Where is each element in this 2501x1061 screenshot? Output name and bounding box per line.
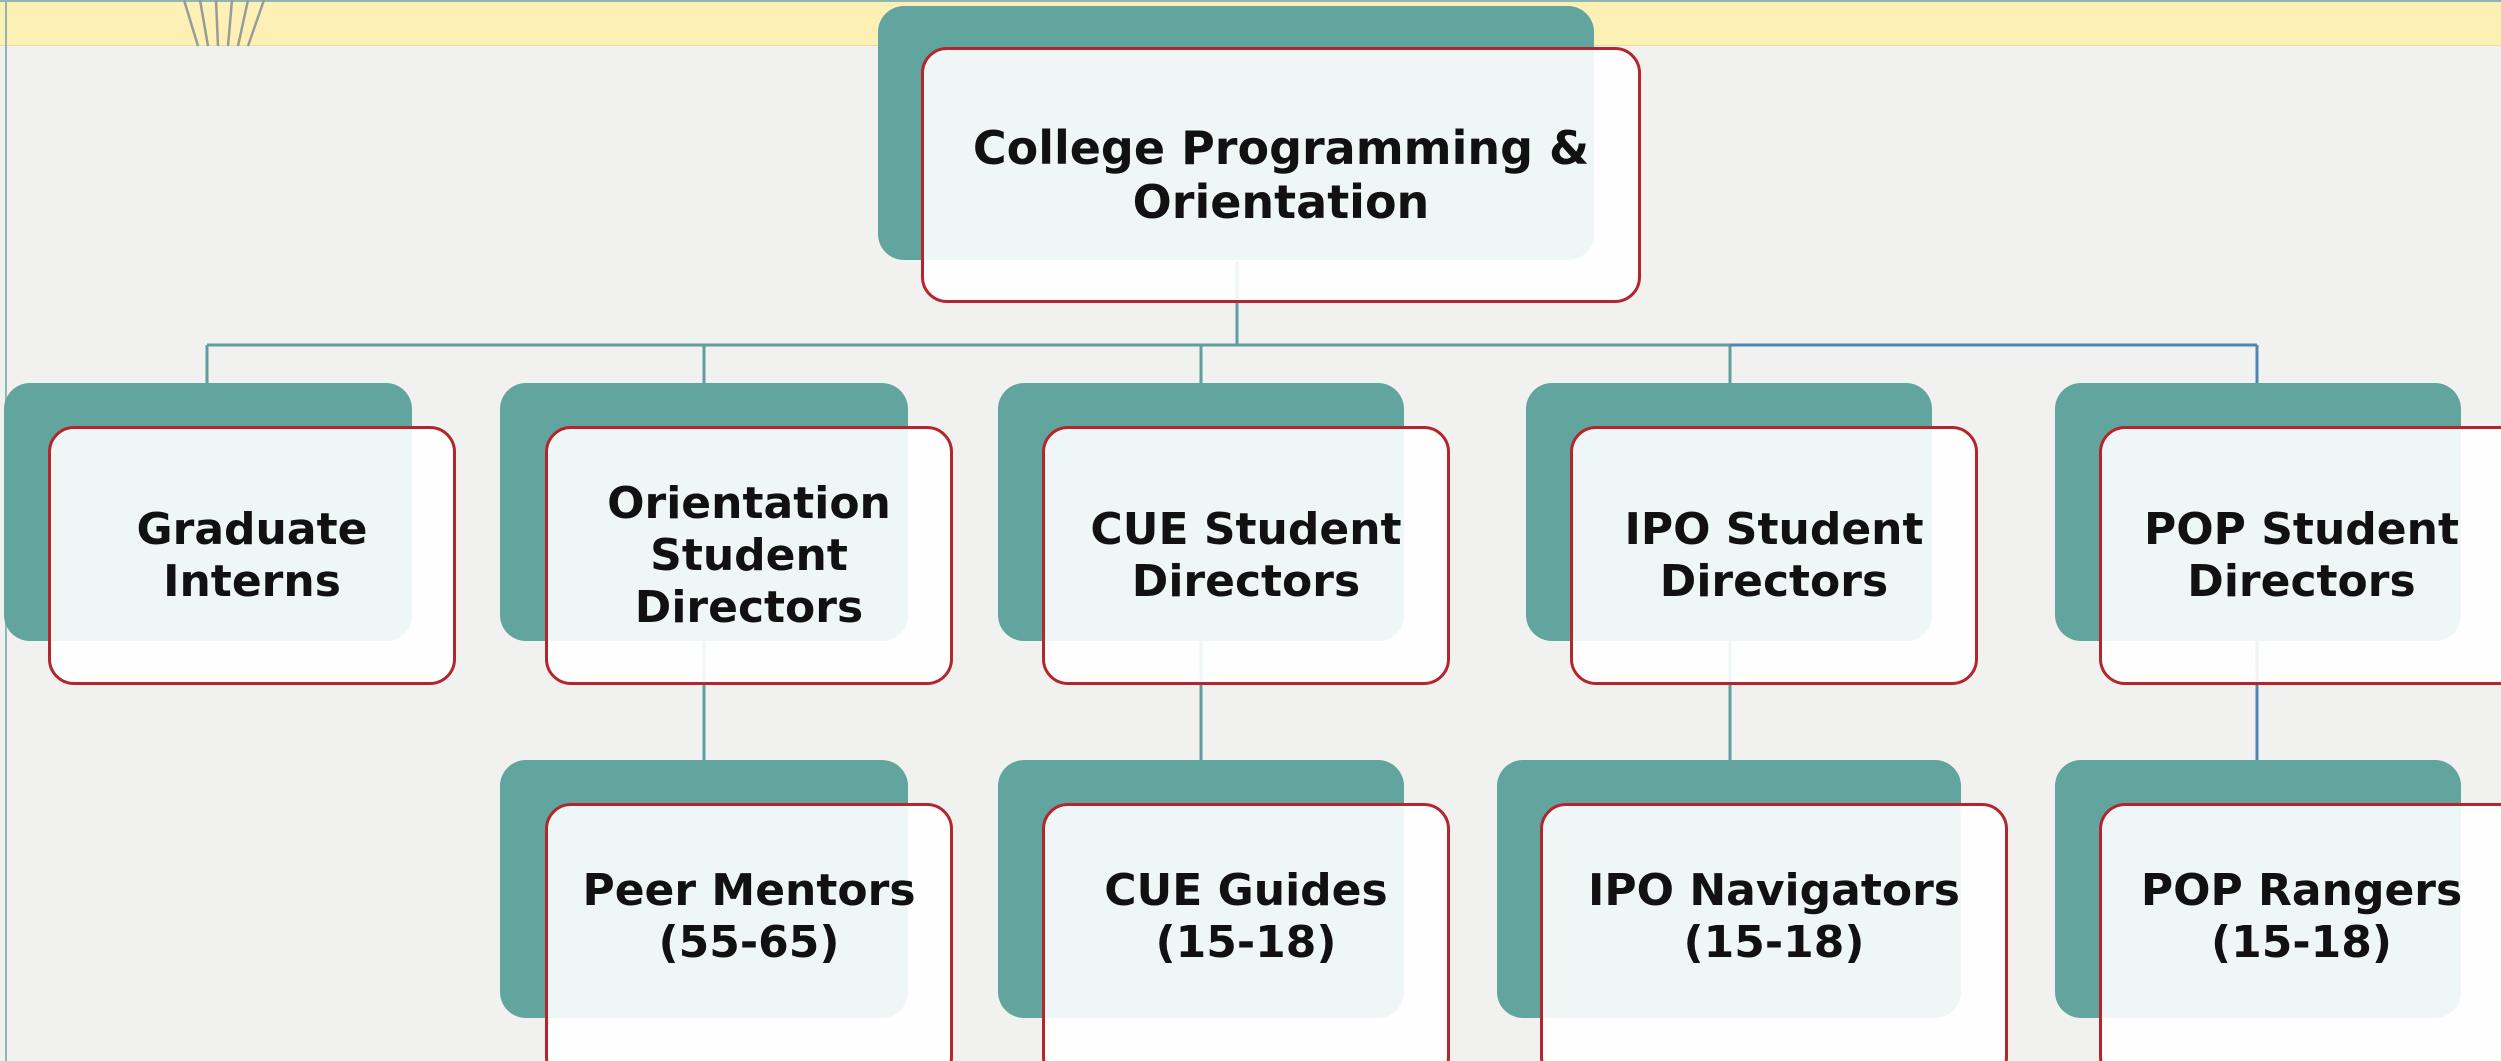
node-label: Graduate Interns [136,503,368,607]
top-rule [0,0,2501,2]
node-label: IPO Student Directors [1624,503,1924,607]
node-label: College Programming & Orientation [972,121,1590,229]
node-label: IPO Navigators (15-18) [1588,865,1960,968]
node-box: Peer Mentors (55-65) [545,803,953,1061]
node-box: IPO Navigators (15-18) [1540,803,2008,1061]
node-label: CUE Guides (15-18) [1104,865,1388,968]
node-box: CUE Guides (15-18) [1042,803,1450,1061]
node-box: IPO Student Directors [1570,426,1978,685]
node-box: CUE Student Directors [1042,426,1450,685]
node-box: Graduate Interns [48,426,456,685]
node-label: CUE Student Directors [1090,503,1402,607]
node-label: POP Student Directors [2144,503,2459,607]
node-label: POP Rangers (15-18) [2140,865,2463,968]
node-label: Peer Mentors (55-65) [582,865,916,968]
node-box: POP Rangers (15-18) [2099,803,2501,1061]
node-label: Orientation Student Directors [607,477,891,633]
decorative-lines [182,0,266,47]
node-box: POP Student Directors [2099,426,2501,685]
node-box: Orientation Student Directors [545,426,953,685]
node-box: College Programming & Orientation [921,47,1641,303]
